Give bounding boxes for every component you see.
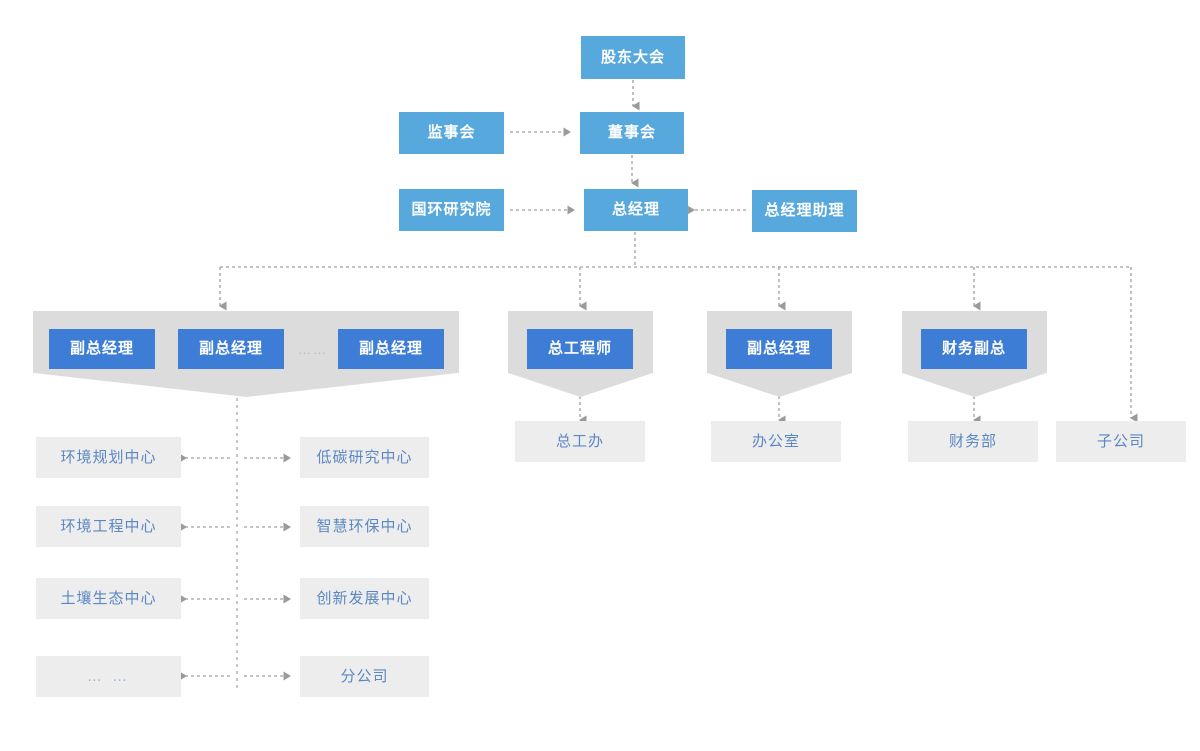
node-chief-engineer-office[interactable]: 总工办 (515, 421, 645, 462)
node-center-left-3[interactable]: … … (36, 656, 181, 697)
node-subsidiary[interactable]: 子公司 (1056, 421, 1186, 462)
node-vice-gm-1[interactable]: 副总经理 (49, 329, 155, 369)
node-center-right-2[interactable]: 创新发展中心 (300, 578, 429, 619)
node-chief-engineer[interactable]: 总工程师 (527, 329, 633, 369)
node-gm-assistant[interactable]: 总经理助理 (752, 190, 857, 232)
node-center-left-0[interactable]: 环境规划中心 (36, 437, 181, 478)
vp-group-ellipsis: …… (298, 341, 328, 357)
node-board-of-supervisors[interactable]: 监事会 (399, 112, 504, 154)
node-finance-dept[interactable]: 财务部 (908, 421, 1038, 462)
node-general-manager[interactable]: 总经理 (584, 189, 688, 231)
node-research-institute[interactable]: 国环研究院 (399, 189, 504, 231)
node-finance-vp[interactable]: 财务副总 (921, 329, 1027, 369)
node-center-right-0[interactable]: 低碳研究中心 (300, 437, 429, 478)
node-center-left-1[interactable]: 环境工程中心 (36, 506, 181, 547)
node-shareholders-meeting[interactable]: 股东大会 (581, 36, 685, 79)
node-board-of-directors[interactable]: 董事会 (580, 112, 684, 154)
node-center-left-2[interactable]: 土壤生态中心 (36, 578, 181, 619)
node-center-right-1[interactable]: 智慧环保中心 (300, 506, 429, 547)
node-admin-office[interactable]: 办公室 (711, 421, 841, 462)
node-vice-gm-branch[interactable]: 副总经理 (726, 329, 832, 369)
node-vice-gm-3[interactable]: 副总经理 (338, 329, 444, 369)
node-vice-gm-2[interactable]: 副总经理 (178, 329, 284, 369)
node-center-right-3[interactable]: 分公司 (300, 656, 429, 697)
